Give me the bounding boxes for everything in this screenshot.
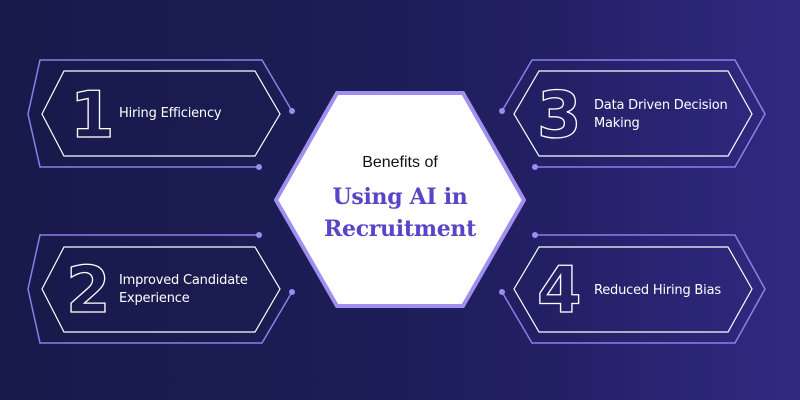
benefit-3-text-line1: Data Driven Decision	[594, 98, 728, 113]
connector-dot-icon	[256, 164, 262, 170]
benefit-label-1: Hiring Efficiency	[119, 105, 222, 123]
outer-frame-2	[27, 234, 293, 344]
center-title: Using AI in Recruitment	[300, 181, 500, 245]
benefit-card-1: 1	[27, 59, 295, 170]
benefit-3-text-line2: Making	[594, 116, 640, 131]
connector-dot-icon	[289, 108, 295, 114]
benefit-card-4: 4	[499, 232, 766, 344]
benefit-label-2: Improved Candidate Experience	[119, 272, 248, 308]
inner-hexagon-2	[41, 246, 281, 333]
inner-hexagon-4	[513, 246, 753, 333]
benefit-1-text: Hiring Efficiency	[119, 106, 222, 121]
benefit-2-text-line2: Experience	[119, 291, 190, 306]
outer-frame-1	[27, 59, 293, 168]
benefit-card-2: 2	[27, 232, 295, 344]
connector-dot-icon	[532, 164, 538, 170]
connector-dot-icon	[289, 289, 295, 295]
benefit-card-3: 3	[499, 59, 766, 170]
benefit-2-text-line1: Improved Candidate	[119, 273, 248, 288]
number-4-icon: 4	[537, 254, 582, 328]
connector-dot-icon	[256, 232, 262, 238]
center-hexagon	[273, 91, 527, 308]
center-title-line2: Recruitment	[324, 216, 476, 242]
connector-dot-icon	[499, 108, 505, 114]
benefit-label-4: Reduced Hiring Bias	[594, 282, 721, 300]
number-1-icon: 1	[70, 79, 115, 153]
number-3-icon: 3	[537, 79, 582, 153]
number-2-icon: 2	[66, 254, 111, 328]
inner-hexagon-3	[513, 70, 753, 157]
connector-dot-icon	[532, 232, 538, 238]
center-subtitle: Benefits of	[362, 154, 438, 171]
connector-dot-icon	[499, 289, 505, 295]
outer-frame-4	[501, 234, 766, 344]
center-title-line1: Using AI in	[332, 184, 468, 210]
benefit-label-3: Data Driven Decision Making	[594, 97, 728, 133]
benefit-4-text: Reduced Hiring Bias	[594, 283, 721, 298]
inner-hexagon-1	[41, 70, 281, 157]
outer-frame-3	[501, 59, 766, 168]
